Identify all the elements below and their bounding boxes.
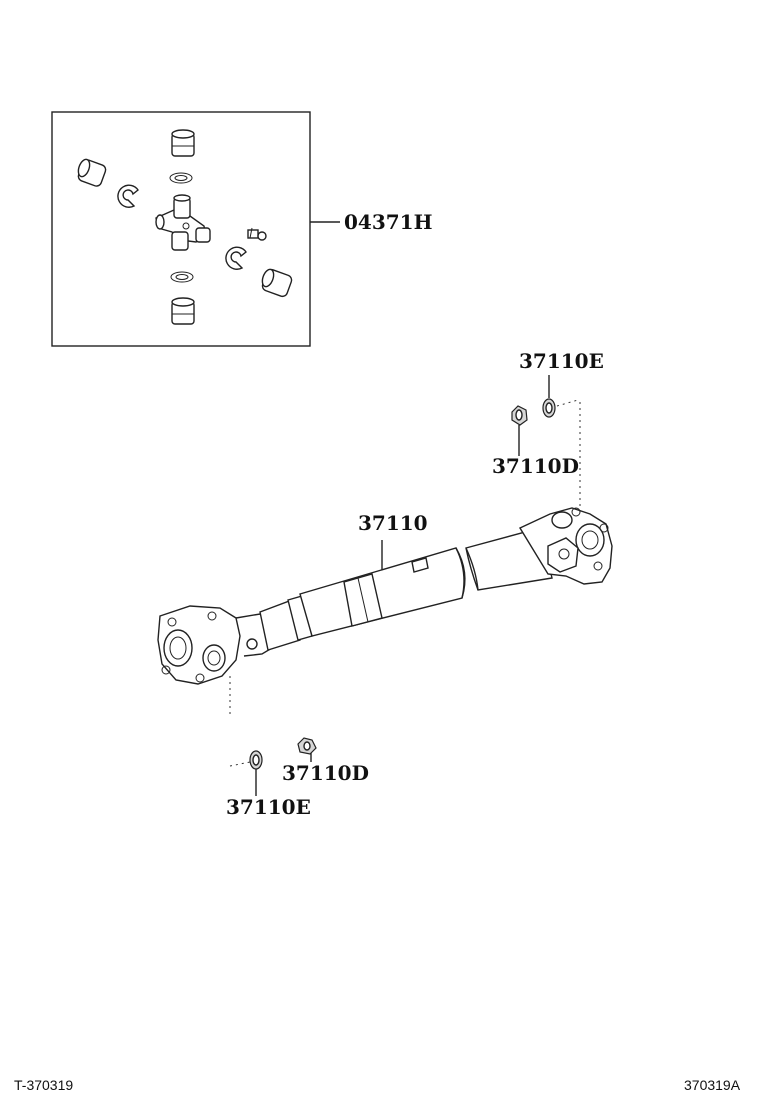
- washer-bottom-dash: [229, 761, 251, 767]
- figure-ref-right: 370319A: [684, 1077, 741, 1093]
- snap-ring-right: [225, 246, 247, 270]
- bearing-cup-right: [261, 268, 293, 298]
- snap-ring-top: [169, 172, 193, 184]
- flange-yoke-left: [157, 605, 273, 685]
- spider-cross: [155, 194, 211, 251]
- nut-bottom: [297, 737, 317, 755]
- washer-top: [542, 398, 556, 418]
- nut-bottom-label: 37110D: [282, 761, 369, 785]
- snap-ring-bottom: [170, 271, 194, 283]
- shaft-part-label: 37110: [358, 511, 428, 535]
- bearing-cup-bottom: [171, 297, 195, 325]
- kit-part-label: 04371H: [344, 210, 432, 234]
- washer-top-label: 37110E: [519, 349, 604, 373]
- nut-top-label: 37110D: [492, 454, 579, 478]
- washer-bottom: [249, 750, 263, 770]
- flange-yoke-right: [518, 507, 613, 585]
- bearing-cup-top: [171, 129, 195, 157]
- washer-top-dash: [556, 399, 579, 407]
- shaft-balance-weight: [411, 557, 429, 573]
- snap-ring-left: [117, 184, 139, 208]
- bearing-cup-left: [77, 158, 107, 187]
- propeller-shaft: [157, 507, 613, 685]
- spider-kit-group: [51, 111, 311, 347]
- shaft-break-right: [465, 547, 479, 591]
- kit-frame: [51, 111, 311, 347]
- figure-ref-left: T-370319: [14, 1077, 73, 1093]
- washer-bottom-label: 37110E: [226, 795, 311, 819]
- grease-fitting: [247, 227, 267, 241]
- nut-top: [511, 405, 528, 426]
- shaft-break-left: [455, 547, 466, 599]
